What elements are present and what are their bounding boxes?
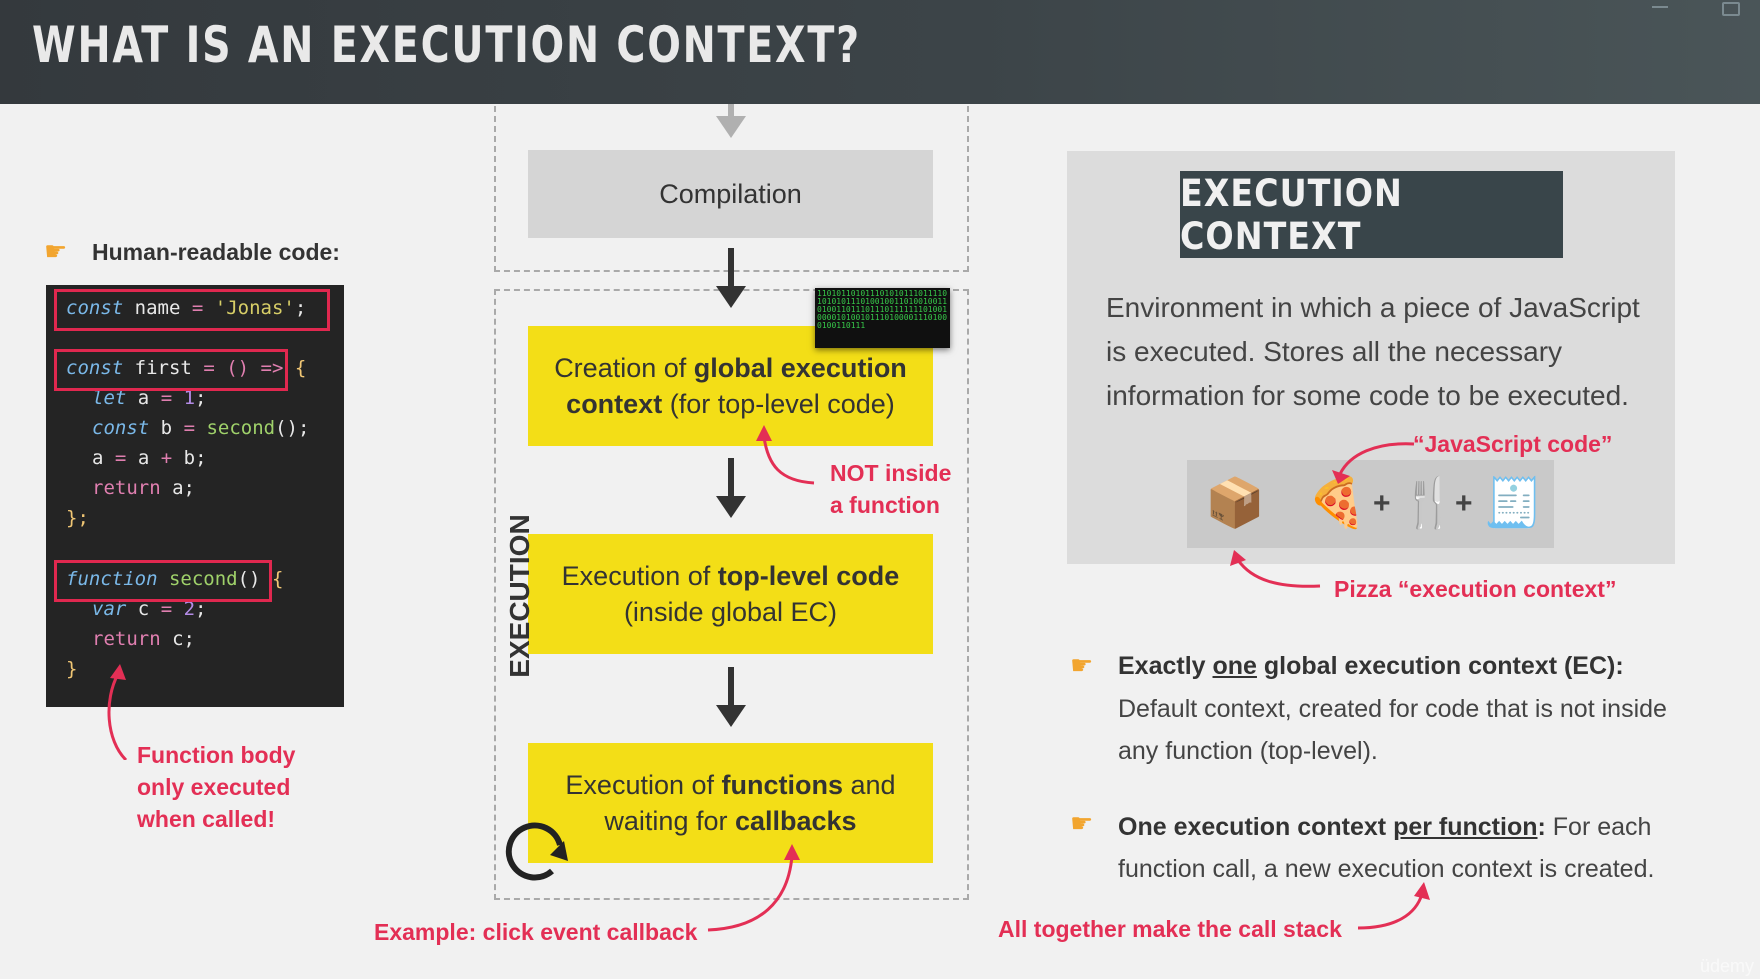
human-readable-heading: Human-readable code: bbox=[92, 239, 340, 265]
code-line-11: } bbox=[66, 658, 78, 680]
arrow-3-head bbox=[716, 705, 746, 727]
box-icon: 📦 bbox=[1205, 477, 1265, 530]
arrow-2-shaft bbox=[728, 458, 734, 498]
code-line-8: function second() { bbox=[66, 568, 284, 590]
function-body-arrow bbox=[107, 664, 128, 760]
code-line-6: return a; bbox=[92, 477, 195, 499]
binary-code-image: 1101011010111010101110111101010101110100… bbox=[815, 288, 950, 348]
pizza-context-note: Pizza “execution context” bbox=[1334, 576, 1617, 602]
arrow-1-head bbox=[716, 286, 746, 308]
arrow-3-shaft bbox=[728, 667, 734, 707]
plus-sign-2: + bbox=[1455, 487, 1473, 520]
callback-arrow bbox=[707, 844, 800, 932]
js-code-note: “JavaScript code” bbox=[1413, 431, 1613, 457]
code-line-10: return c; bbox=[92, 628, 195, 650]
code-line-5: a = a + b; bbox=[92, 447, 207, 469]
execution-context-title: EXECUTION CONTEXT bbox=[1180, 171, 1563, 258]
bullet-two: One execution context per function: For … bbox=[1118, 813, 1655, 883]
code-line-3: let a = 1; bbox=[92, 387, 207, 409]
bullet-one-title: Exactly one global execution context (EC… bbox=[1118, 652, 1624, 680]
slide-title: WHAT IS AN EXECUTION CONTEXT? bbox=[32, 16, 861, 74]
pointing-hand-icon-2: ☛ bbox=[1070, 650, 1094, 680]
udemy-watermark: üdemy bbox=[1699, 956, 1754, 976]
callback-note: Example: click event callback bbox=[374, 919, 698, 945]
pizza-context-arrow bbox=[1230, 550, 1321, 588]
restore-icon[interactable] bbox=[1722, 2, 1740, 16]
arrow-2-head bbox=[716, 496, 746, 518]
code-block: const name = 'Jonas'; const first = () =… bbox=[46, 285, 344, 707]
not-inside-arrow bbox=[756, 425, 815, 485]
cutlery-icon: 🍴 bbox=[1399, 477, 1459, 530]
highlight-first bbox=[54, 349, 288, 391]
code-line-2: const first = () => { bbox=[66, 357, 307, 379]
function-body-note: Function body only executed when called! bbox=[137, 742, 296, 832]
loop-icon bbox=[505, 822, 568, 881]
arrow-top-head bbox=[716, 116, 746, 138]
execution-side-label: EXECUTION bbox=[504, 514, 535, 678]
arrow-1-shaft bbox=[728, 248, 734, 288]
arrow-top-shaft bbox=[728, 104, 734, 116]
execution-context-description: Environment in which a piece of JavaScri… bbox=[1106, 292, 1640, 411]
not-inside-note: NOT inside a function bbox=[830, 460, 952, 518]
code-line-1: const name = 'Jonas'; bbox=[66, 297, 307, 319]
code-line-4: const b = second(); bbox=[92, 417, 310, 439]
bullet-one-text: Default context, created for code that i… bbox=[1118, 695, 1667, 765]
exec-functions-box: Execution of functions and waiting for c… bbox=[528, 743, 933, 863]
receipt-icon: 🧾 bbox=[1483, 477, 1543, 530]
code-line-9: var c = 2; bbox=[92, 598, 207, 620]
plus-sign-1: + bbox=[1373, 487, 1391, 520]
highlight-name bbox=[54, 289, 330, 331]
compilation-box: Compilation bbox=[528, 150, 933, 238]
call-stack-arrow bbox=[1357, 882, 1430, 930]
minimize-icon[interactable] bbox=[1652, 6, 1668, 8]
pizza-illustration: 📦 🍕 + 🍴 + 🧾 bbox=[1187, 460, 1554, 548]
slide-header: WHAT IS AN EXECUTION CONTEXT? bbox=[0, 0, 1760, 104]
pointing-hand-icon-3: ☛ bbox=[1070, 808, 1094, 838]
call-stack-note: All together make the call stack bbox=[998, 916, 1342, 942]
highlight-second bbox=[54, 560, 272, 602]
js-code-arrow bbox=[1332, 442, 1415, 484]
code-line-7: }; bbox=[66, 507, 89, 529]
pizza-icon: 🍕 bbox=[1307, 477, 1367, 530]
pointing-hand-icon: ☛ bbox=[44, 236, 68, 266]
exec-top-level-box: Execution of top-level code (inside glob… bbox=[528, 534, 933, 654]
